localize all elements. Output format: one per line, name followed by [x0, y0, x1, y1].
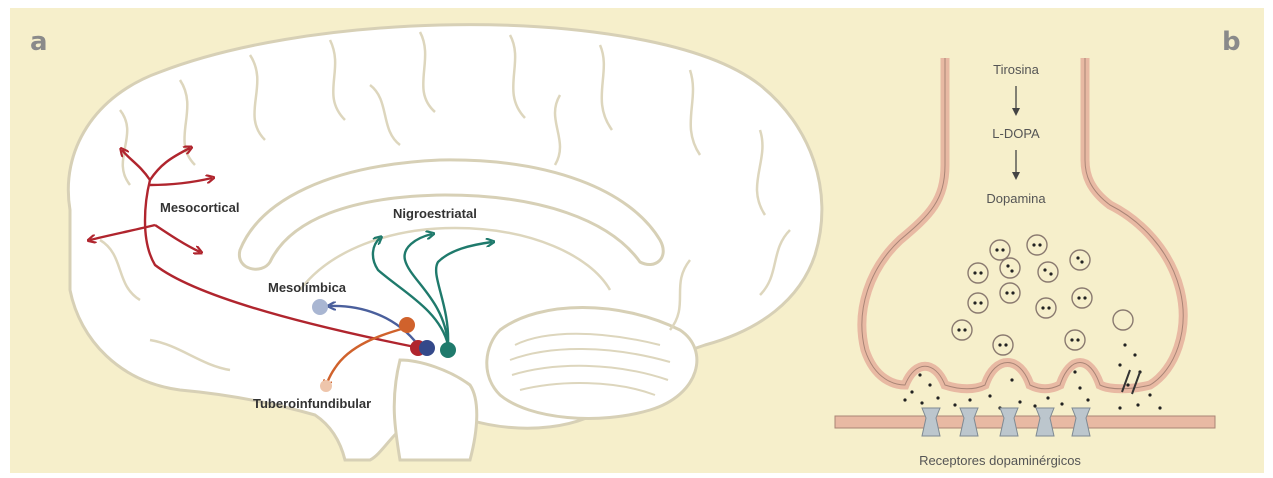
postsynaptic-membrane — [835, 416, 1215, 428]
receptor-2 — [960, 408, 978, 436]
panel-a-letter: a — [30, 27, 48, 57]
receptor-5 — [1072, 408, 1090, 436]
node-substantia-nigra — [440, 342, 456, 358]
label-nigroestriatal: Nigroestriatal — [393, 206, 477, 221]
node-vta-blue — [419, 340, 435, 356]
label-dopamina: Dopamina — [986, 191, 1046, 206]
receptor-3 — [1000, 408, 1018, 436]
receptor-1 — [922, 408, 940, 436]
receptor-4 — [1036, 408, 1054, 436]
panel-b-letter: b — [1222, 27, 1241, 57]
cerebellum — [487, 308, 697, 419]
label-tirosina: Tirosina — [993, 62, 1040, 77]
label-mesocortical: Mesocortical — [160, 200, 239, 215]
label-mesolimbica: Mesolímbica — [268, 280, 347, 295]
target-node-limbic — [312, 299, 328, 315]
label-l-dopa: L-DOPA — [992, 126, 1040, 141]
target-node-pituitary — [320, 380, 332, 392]
label-receptores: Receptores dopaminérgicos — [919, 453, 1081, 468]
label-tuberoinfundibular: Tuberoinfundibular — [253, 396, 371, 411]
node-hypothalamic — [399, 317, 415, 333]
